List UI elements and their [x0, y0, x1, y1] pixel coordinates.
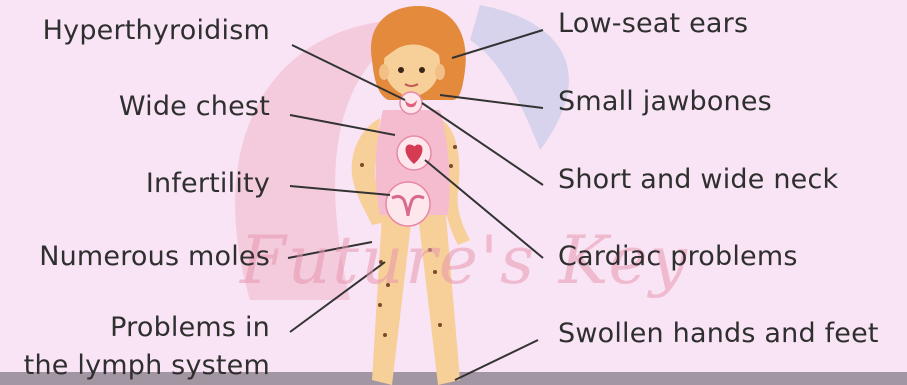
right-eye	[419, 67, 425, 73]
mole	[449, 164, 453, 168]
left-eye	[398, 67, 404, 73]
label-wide-chest: Wide chest	[119, 91, 270, 123]
uterus-circle	[386, 182, 430, 226]
label-short-wide-neck: Short and wide neck	[558, 164, 838, 196]
mole	[453, 145, 457, 149]
label-cardiac-problems: Cardiac problems	[558, 241, 798, 273]
logo-arc-blue	[470, 5, 569, 150]
label-infertility: Infertility	[146, 168, 270, 200]
mole	[383, 333, 387, 337]
thyroid-circle	[400, 92, 422, 114]
label-lymph-line1: Problems in	[110, 312, 270, 344]
label-small-jawbones: Small jawbones	[558, 86, 772, 118]
mole	[378, 303, 382, 307]
label-swollen-hands-feet: Swollen hands and feet	[558, 318, 879, 350]
label-numerous-moles: Numerous moles	[39, 241, 270, 273]
mole	[438, 323, 442, 327]
label-low-seat-ears: Low-seat ears	[558, 8, 748, 40]
right-ear	[435, 64, 445, 80]
left-ear	[379, 64, 389, 80]
label-lymph-line2: the lymph system	[24, 350, 270, 382]
label-hyperthyroidism: Hyperthyroidism	[43, 15, 270, 47]
mole	[360, 163, 364, 167]
